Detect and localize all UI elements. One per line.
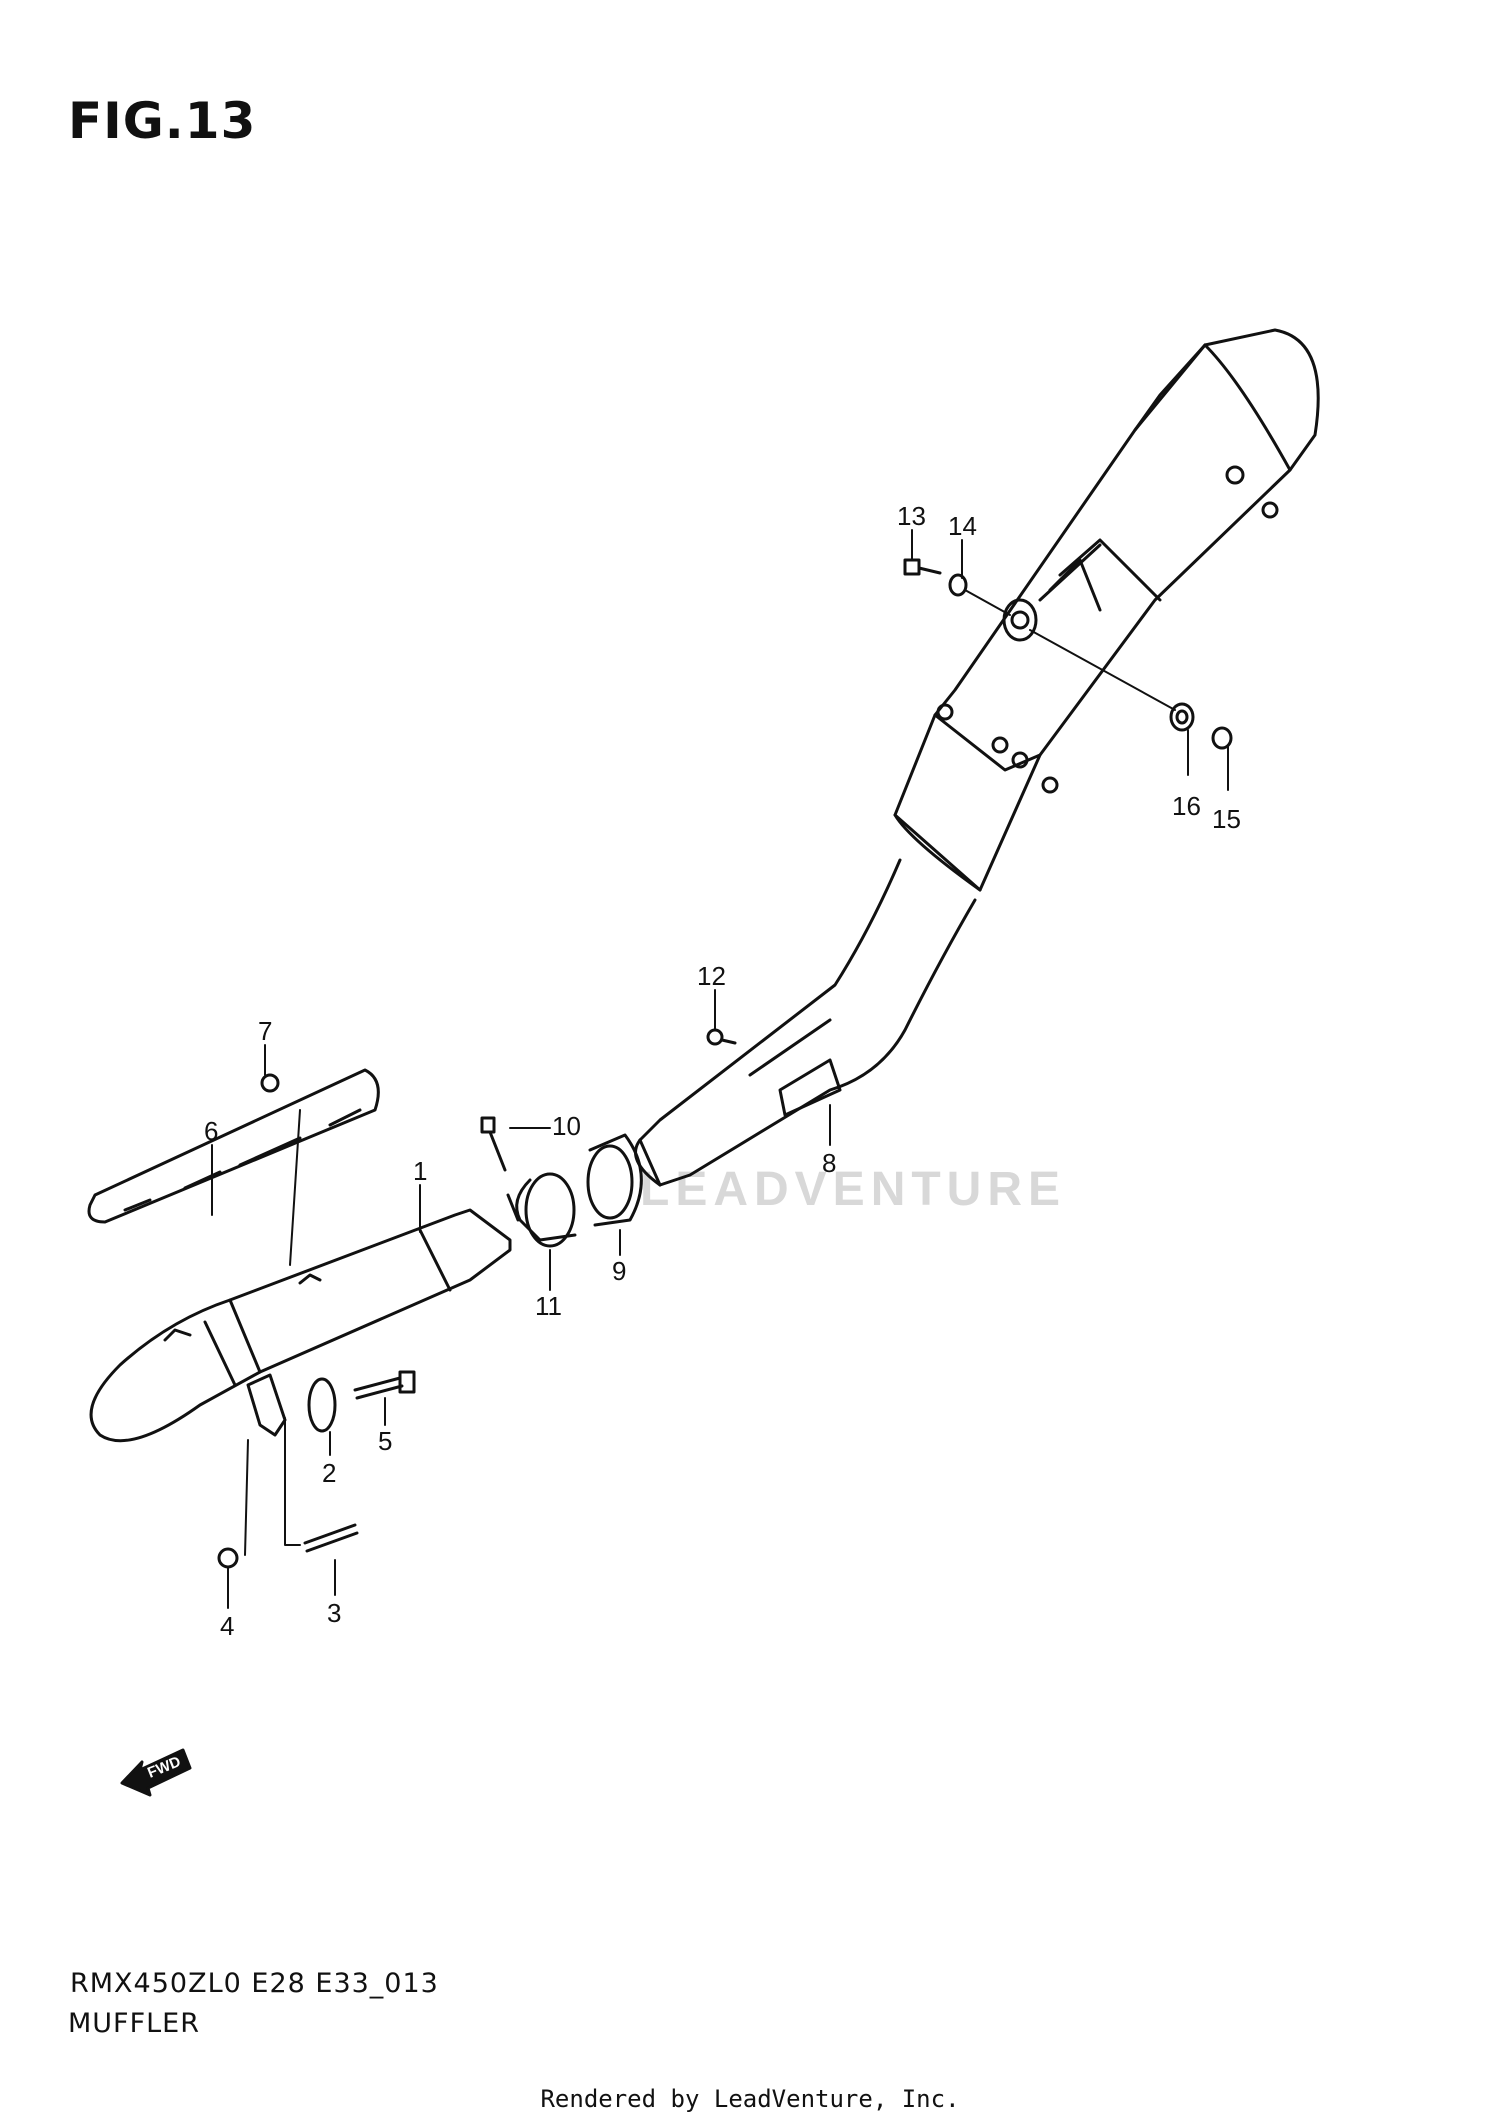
heat-shield bbox=[87, 1068, 380, 1224]
bolt-part-15 bbox=[1211, 726, 1233, 750]
render-credit: Rendered by LeadVenture, Inc. bbox=[540, 2085, 960, 2113]
bolt-part-10 bbox=[480, 1116, 507, 1172]
callout-6: 6 bbox=[204, 1116, 218, 1146]
callout-12: 12 bbox=[697, 961, 726, 991]
exhaust-flange bbox=[246, 1373, 287, 1437]
bolt-part-5 bbox=[353, 1370, 416, 1400]
callout-7: 7 bbox=[258, 1016, 272, 1046]
callout-3: 3 bbox=[327, 1598, 341, 1628]
stud-part-3 bbox=[303, 1523, 359, 1553]
forward-direction-arrow: FWD bbox=[120, 1748, 192, 1797]
watermark: LEADVENTURE bbox=[640, 1163, 1066, 1216]
nut-part-4 bbox=[217, 1547, 239, 1569]
exhaust-header-pipe bbox=[89, 1208, 512, 1443]
bolt-part-12 bbox=[706, 1028, 737, 1046]
bolt-part-13 bbox=[903, 558, 942, 576]
diagram-code: RMX450ZL0 E28 E33_013 bbox=[70, 1968, 439, 1999]
pipe-clamp bbox=[506, 1172, 577, 1248]
collar-part-16 bbox=[1169, 702, 1195, 732]
callout-13: 13 bbox=[897, 501, 926, 531]
callout-9: 9 bbox=[612, 1256, 626, 1286]
callout-16: 16 bbox=[1172, 791, 1201, 821]
callout-8: 8 bbox=[822, 1148, 836, 1178]
callout-2: 2 bbox=[322, 1458, 336, 1488]
exhaust-pipe-rear bbox=[634, 858, 977, 1187]
callout-1: 1 bbox=[413, 1156, 427, 1186]
callout-5: 5 bbox=[378, 1426, 392, 1456]
figure-title: FIG.13 bbox=[68, 92, 257, 150]
muffler-canister bbox=[893, 328, 1320, 892]
callout-11: 11 bbox=[535, 1291, 562, 1321]
washer-part-14 bbox=[948, 573, 968, 597]
callout-14: 14 bbox=[948, 511, 977, 541]
bolt-part-7 bbox=[260, 1073, 280, 1093]
leader-lines bbox=[211, 529, 1229, 1609]
callout-15: 15 bbox=[1212, 804, 1241, 834]
diagram-name: MUFFLER bbox=[68, 2008, 200, 2039]
callout-4: 4 bbox=[220, 1611, 234, 1641]
pipe-joint-ring bbox=[586, 1133, 643, 1227]
callout-10: 10 bbox=[552, 1111, 581, 1141]
gasket-part-2 bbox=[307, 1377, 337, 1433]
